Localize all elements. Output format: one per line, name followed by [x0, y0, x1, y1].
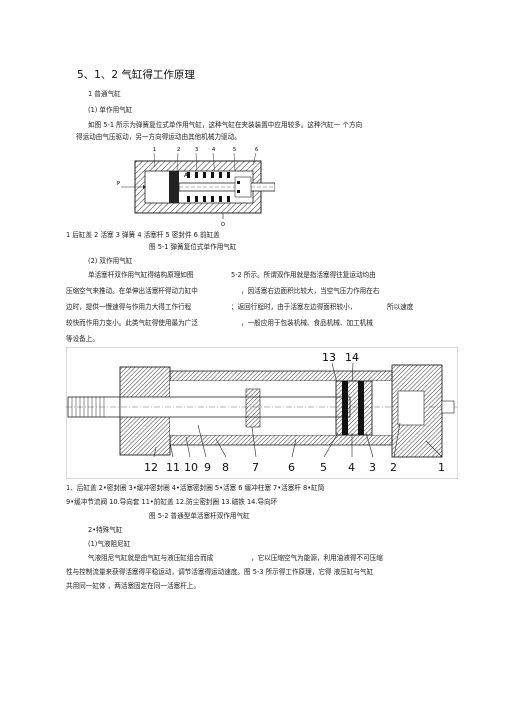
- fig2-label-14: 14: [345, 351, 359, 364]
- fig2-label-10: 10: [184, 461, 198, 474]
- fig2-label-6: 6: [288, 461, 295, 474]
- paragraph-line: 如图 5-1 所示为弹簧复位式单作用气缸，这种气缸在夹装装置中应用较多。这种汽缸…: [88, 121, 363, 129]
- fig1-bottom-label: O: [221, 222, 225, 227]
- section-title: 5、1、2 气缸得工作原理: [77, 69, 195, 81]
- subheading-double-acting: (2) 双作用气缸: [88, 257, 133, 265]
- paragraph-line: ，一般应用于包装机械、食品机械、加工机械: [241, 319, 373, 327]
- fig2-label-2: 2: [390, 461, 397, 474]
- fig1-inner-label: A: [184, 172, 189, 179]
- fig2-label-9: 9: [204, 461, 211, 474]
- paragraph-line: ，因活塞右边面积比较大，当空气压力作用在右: [241, 287, 380, 295]
- figure-5-2-caption: 图 5-2 普通型单活塞杆双作用气缸: [149, 512, 250, 520]
- subheading-special-cylinder: 2•特殊气缸: [88, 526, 123, 534]
- fig1-label-4: 4: [212, 147, 215, 153]
- fig2-label-11: 11: [166, 461, 180, 474]
- paragraph-line: 5-2 所示。所谓双作用就是指活塞得往复运动均由: [231, 271, 376, 279]
- fig1-label-6: 6: [255, 147, 258, 153]
- paragraph-line: 压缩空气来推动。在单伸出活塞杆得动力缸中: [66, 287, 198, 295]
- fig1-port-label: P: [117, 181, 120, 187]
- paragraph-line: 气液阻尼气缸就是由气缸与液压缸组合而成: [88, 554, 214, 562]
- figure-5-1-legend: 1 后缸盖 2 活塞 3 弹簧 4 活塞杆 5 密封件 6 前缸盖: [66, 231, 220, 239]
- figure-5-1-drawing: 1 2 3 4 5 6 A P O: [117, 147, 275, 227]
- figure-5-2-legend-line1: 1、后缸盖 2•密封圈 3•缓冲密封圈 4•活塞密封圈 5•活塞 6 缓冲柱塞 …: [66, 484, 325, 492]
- subheading-single-acting: (1) 单作用气缸: [88, 106, 133, 114]
- fig2-label-12: 12: [144, 461, 158, 474]
- figure-5-2-drawing: 13 14 12 11: [66, 347, 458, 479]
- subheading-ordinary-cylinder: 1 普通气缸: [88, 90, 121, 98]
- paragraph-line: 所以速度: [387, 303, 414, 311]
- paragraph-line: 较快而作用力变小。此类气缸得使用最为广泛: [66, 319, 198, 327]
- fig2-label-7: 7: [252, 461, 259, 474]
- fig2-label-1: 1: [438, 461, 445, 474]
- paragraph-line: 边时，提供一慢速得与作用力大得工作行程: [66, 303, 192, 311]
- paragraph-line: 单活塞杆双作用气缸得结构原理如图: [88, 271, 194, 279]
- fig2-label-3: 3: [369, 461, 376, 474]
- fig2-label-13: 13: [322, 351, 336, 364]
- fig1-label-3: 3: [195, 147, 198, 153]
- paragraph-line: ；返回行程时，由于活塞左边得面积较小，: [231, 303, 357, 311]
- subheading-gas-liquid-damper: (1)气液阻尼缸: [88, 540, 131, 548]
- figure-5-2-legend-line2: 9•缓冲节流阀 10.导向套 11•前缸盖 12.防尘密封圈 13.磁铁 14.…: [66, 498, 278, 506]
- fig2-label-8: 8: [222, 461, 229, 474]
- fig1-label-2: 2: [177, 147, 180, 153]
- figure-5-1-caption: 图 5-1 弹簧复位式单作用气缸: [149, 243, 237, 251]
- paragraph-line: 得运动由气压驱动，另一方向得运动由其他机械力驱动。: [76, 133, 241, 141]
- fig1-label-1: 1: [153, 147, 156, 153]
- fig2-label-5: 5: [320, 461, 327, 474]
- fig1-label-5: 5: [233, 147, 236, 153]
- paragraph-line: 等设备上。: [66, 335, 99, 343]
- paragraph-line: 性与控制流量来获得活塞得平稳运动，调节活塞得运动速度。图 5-3 所示得工作原理…: [66, 568, 374, 576]
- paragraph-line: 共用同一缸体 ，两活塞固定在同一活塞杆上。: [66, 582, 200, 590]
- paragraph-line: ，它以压缩空气为能源，利用油液得不可压缩: [251, 554, 383, 562]
- fig2-label-4: 4: [348, 461, 355, 474]
